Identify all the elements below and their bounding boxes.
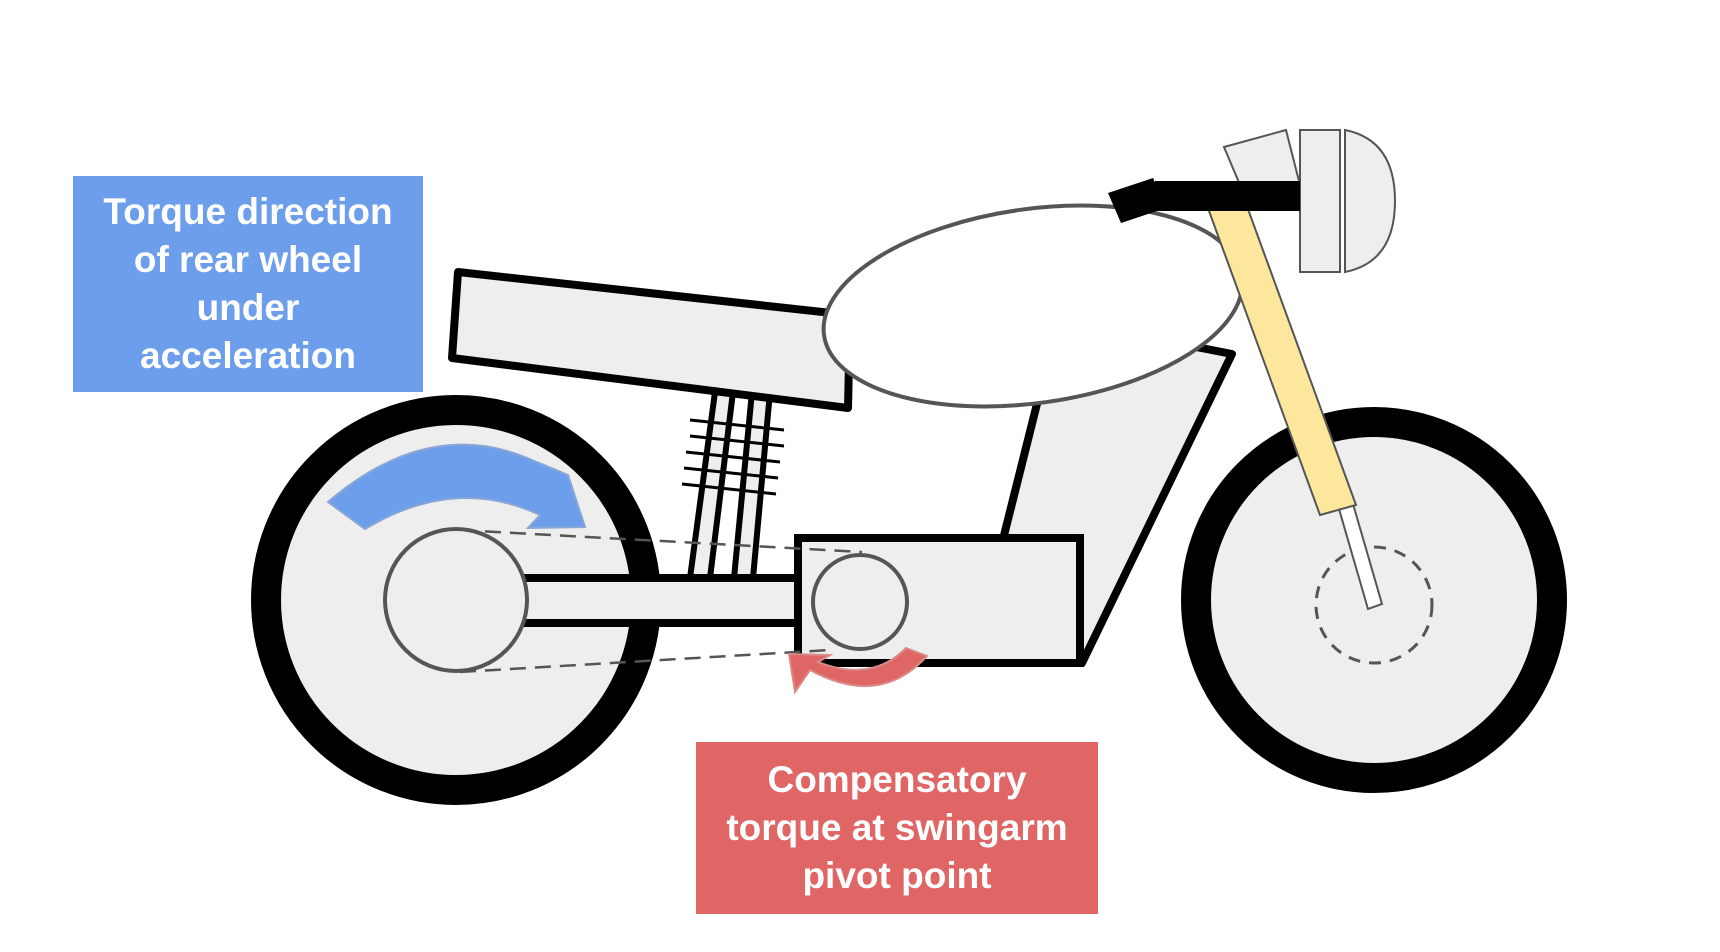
chain-lower-run (459, 648, 831, 674)
drive-chain (459, 528, 863, 674)
shock-right-strut (730, 389, 774, 581)
shock-spring-coil (681, 482, 777, 496)
curved-arrow-counterclockwise-icon (787, 646, 929, 695)
front-sprocket (811, 553, 909, 651)
headlight-housing (1299, 129, 1341, 273)
shock-spring-coil (685, 450, 781, 464)
handlebar-bar (1155, 181, 1300, 211)
chain-upper-run (459, 528, 863, 554)
shock-spring-coil (683, 466, 779, 480)
headlight-lens (1344, 128, 1397, 274)
compensatory-torque-label: Compensatory torque at swingarm pivot po… (696, 742, 1098, 914)
swingarm (516, 574, 804, 627)
fork-top-clamp (1222, 128, 1302, 186)
shock-spring-coil (689, 418, 785, 432)
handlebar-grip (1108, 178, 1166, 223)
rear-wheel-torque-text: Torque direction of rear wheel under acc… (103, 191, 393, 376)
handlebar (1108, 178, 1300, 223)
rear-wheel-torque-label: Torque direction of rear wheel under acc… (73, 176, 423, 392)
rear-shock (681, 389, 785, 581)
seat (448, 268, 854, 412)
curved-arrow-clockwise-icon (326, 443, 587, 531)
shock-spring-coil (689, 434, 785, 448)
compensatory-torque-text: Compensatory torque at swingarm pivot po… (726, 759, 1068, 896)
front-hub (1314, 545, 1434, 665)
headlight (1299, 128, 1397, 274)
rear-sprocket (383, 527, 529, 673)
